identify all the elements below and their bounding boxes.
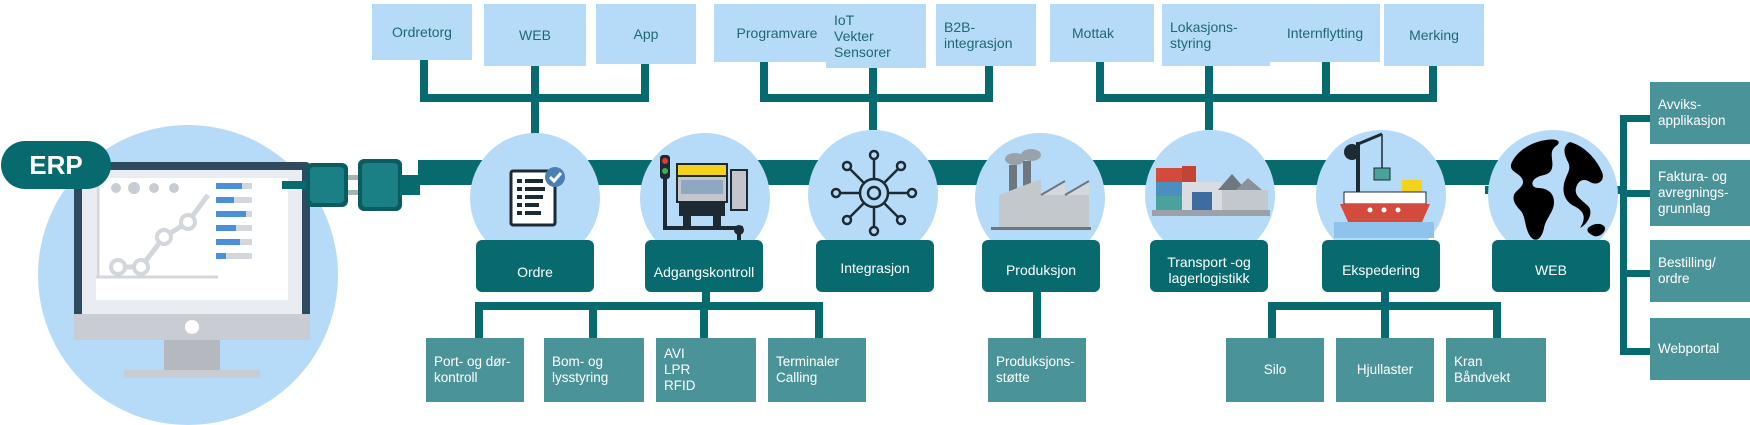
- bottom-box-produksjonsstotte: Produksjons- støtte: [988, 338, 1086, 402]
- globe-icon: [1510, 139, 1606, 240]
- category-label-produksjon: Produksjon: [982, 240, 1100, 292]
- bottom-box-avi-lpr-rfid: AVI LPR RFID: [656, 338, 756, 402]
- category-label-web: WEB: [1492, 240, 1610, 292]
- right-box-avviksapplikasjon: Avviks- applikasjon: [1650, 82, 1750, 144]
- monitor-icon: [74, 162, 310, 378]
- bottom-box-terminaler: Terminaler Calling: [768, 338, 866, 402]
- bottom-box-kran-bandvekt: Kran Båndvekt: [1446, 338, 1546, 402]
- top-box-web: WEB: [484, 4, 586, 66]
- category-circle-web: [1488, 130, 1618, 260]
- integration-gear-icon: [830, 149, 918, 237]
- erp-illustration: ERP: [1, 125, 338, 425]
- bottom-box-bom-lys: Bom- og lysstyring: [544, 338, 644, 402]
- top-box-iot: IoT Vekter Sensorer: [826, 4, 926, 68]
- factory-icon: [991, 149, 1091, 230]
- category-label-transport: Transport -og lagerlogistikk: [1150, 240, 1268, 292]
- access-gate-truck-icon: [660, 155, 748, 242]
- top-box-lokasjonsstyring: Lokasjons- styring: [1162, 4, 1270, 66]
- right-box-faktura: Faktura- og avregnings- grunnlag: [1650, 160, 1750, 226]
- top-box-internflytting: Internflytting: [1270, 4, 1380, 62]
- erp-label: ERP: [1, 141, 111, 189]
- ship-crane-icon: [1334, 132, 1434, 238]
- bottom-box-silo: Silo: [1226, 338, 1324, 402]
- plug-connector-icon: [282, 159, 420, 211]
- order-checklist-icon: [509, 167, 565, 227]
- top-box-merking: Merking: [1384, 4, 1484, 66]
- category-label-ordre: Ordre: [476, 240, 594, 292]
- top-box-app: App: [596, 4, 696, 64]
- warehouse-containers-icon: [1152, 166, 1270, 216]
- right-box-bestilling: Bestilling/ ordre: [1650, 240, 1750, 302]
- category-label-integrasjon: Integrasjon: [816, 240, 934, 292]
- top-box-mottak: Mottak: [1050, 4, 1154, 62]
- right-box-webportal: Webportal: [1650, 318, 1750, 380]
- bottom-box-hjullaster: Hjullaster: [1336, 338, 1434, 402]
- top-box-programvare: Programvare: [714, 4, 840, 62]
- category-label-adgangskontroll: Adgangskontroll: [645, 240, 763, 292]
- top-box-b2b: B2B- integrasjon: [936, 4, 1036, 66]
- bottom-box-port-dor: Port- og dør- kontroll: [426, 338, 524, 402]
- category-label-ekspedering: Ekspedering: [1322, 240, 1440, 292]
- top-box-ordretorg: Ordretorg: [372, 4, 472, 60]
